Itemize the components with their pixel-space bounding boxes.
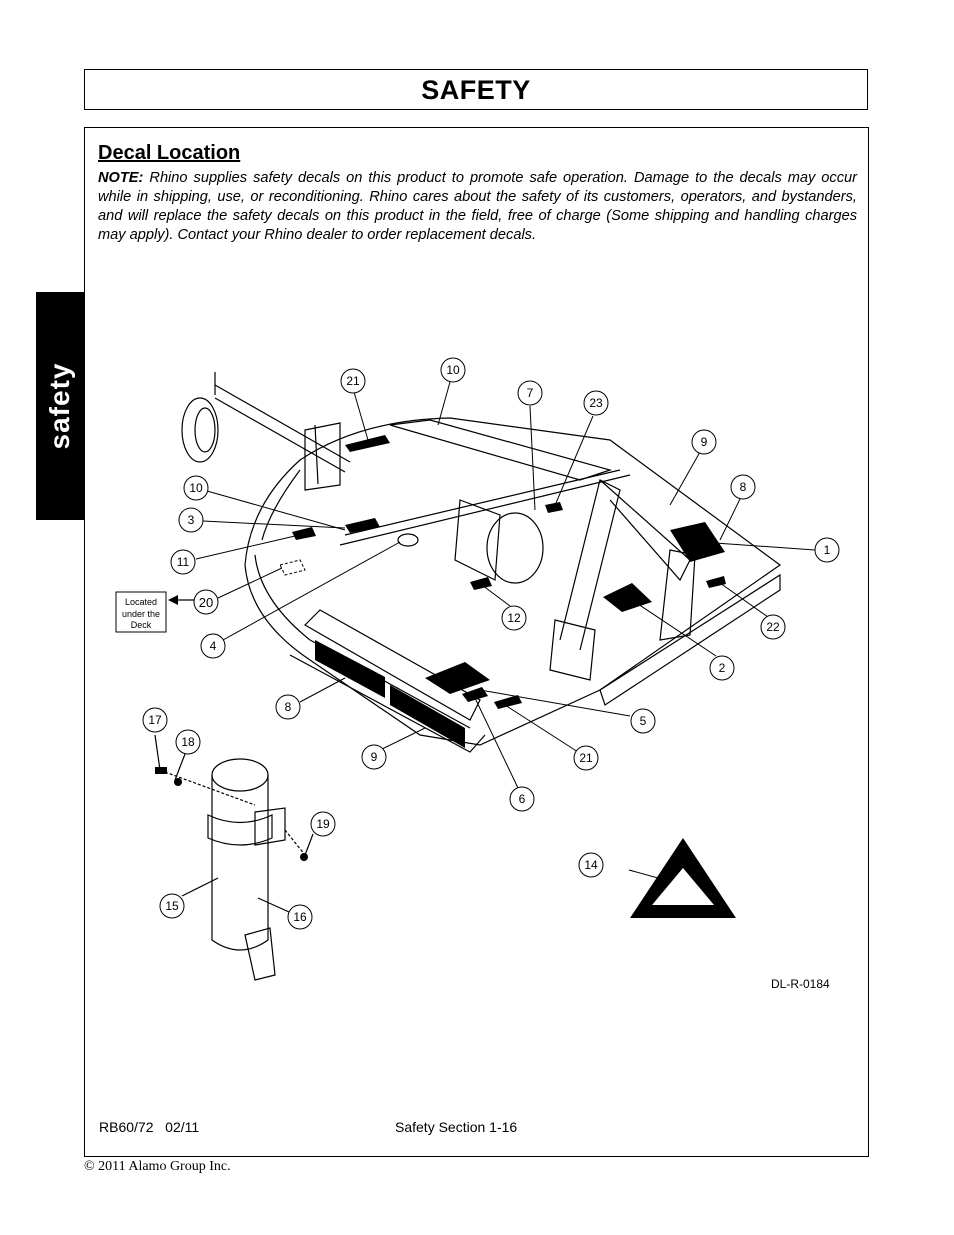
callout-labels: 21 10 7 23 9 8 1 10 3 11 20 4 12 22 2 5 … bbox=[148, 363, 830, 924]
copyright-notice: © 2011 Alamo Group Inc. bbox=[84, 1159, 231, 1174]
callout-11: 11 bbox=[177, 555, 190, 569]
smv-emblem bbox=[630, 838, 736, 918]
section-side-tab: safety bbox=[36, 292, 84, 520]
decal-21-top bbox=[345, 435, 390, 452]
page-header: SAFETY bbox=[84, 69, 868, 110]
callout-4: 4 bbox=[210, 639, 217, 653]
decal-21-front bbox=[494, 695, 522, 709]
callout-7: 7 bbox=[527, 386, 534, 400]
page-title: SAFETY bbox=[421, 75, 531, 105]
decal-12 bbox=[470, 577, 492, 590]
callout-8a: 8 bbox=[740, 480, 747, 494]
under-deck-line-1: Located bbox=[125, 597, 157, 607]
decal-8-front bbox=[315, 640, 385, 698]
decal-9-front bbox=[390, 685, 465, 748]
callout-22: 22 bbox=[766, 620, 780, 634]
decal-6 bbox=[462, 687, 488, 702]
callout-14: 14 bbox=[584, 858, 598, 872]
decal-3 bbox=[345, 518, 380, 533]
callout-21b: 21 bbox=[579, 751, 593, 765]
decal-markers bbox=[292, 435, 726, 748]
callout-5: 5 bbox=[640, 714, 647, 728]
callout-6: 6 bbox=[519, 792, 526, 806]
callout-2: 2 bbox=[719, 661, 726, 675]
decal-2 bbox=[603, 583, 652, 612]
content-frame bbox=[84, 127, 869, 1157]
callout-19: 19 bbox=[316, 817, 330, 831]
under-deck-note-box bbox=[115, 591, 167, 633]
decal-5 bbox=[425, 662, 490, 694]
callout-circles bbox=[142, 357, 840, 930]
decal-location-diagram: Located under the Deck bbox=[115, 357, 840, 991]
callout-10a: 10 bbox=[446, 363, 460, 377]
callout-23: 23 bbox=[589, 396, 603, 410]
callout-9a: 9 bbox=[701, 435, 708, 449]
footer-section-page: Safety Section 1-16 bbox=[395, 1119, 518, 1135]
drawing-id: DL-R-0184 bbox=[771, 977, 830, 991]
decal-22 bbox=[706, 576, 726, 588]
decal-11 bbox=[292, 527, 316, 540]
callout-12: 12 bbox=[507, 611, 521, 625]
arrow-head bbox=[168, 595, 178, 605]
under-deck-line-3: Deck bbox=[131, 620, 152, 630]
decal-20-under-deck bbox=[279, 559, 306, 576]
callout-20: 20 bbox=[199, 595, 213, 610]
callout-3: 3 bbox=[188, 513, 195, 527]
note-paragraph: NOTE: Rhino supplies safety decals on th… bbox=[98, 169, 857, 245]
callout-1: 1 bbox=[824, 543, 831, 557]
callout-10b: 10 bbox=[189, 481, 203, 495]
callout-15: 15 bbox=[165, 899, 179, 913]
jack-stand-drawing bbox=[154, 734, 314, 981]
under-deck-line-2: under the bbox=[122, 609, 160, 619]
mower-deck-outline bbox=[244, 417, 782, 746]
note-text: Rhino supplies safety decals on this pro… bbox=[98, 170, 857, 243]
callout-18: 18 bbox=[181, 735, 195, 749]
callout-17: 17 bbox=[148, 713, 162, 727]
decal-1 bbox=[670, 522, 725, 562]
footer-model-date: RB60/72 02/11 bbox=[99, 1119, 200, 1135]
callout-16: 16 bbox=[293, 910, 307, 924]
callout-21a: 21 bbox=[346, 374, 360, 388]
side-tab-label: safety bbox=[44, 362, 75, 450]
bolt-17 bbox=[155, 767, 167, 774]
callout-8b: 8 bbox=[285, 700, 292, 714]
callout-9b: 9 bbox=[371, 750, 378, 764]
nut-19 bbox=[300, 853, 308, 861]
note-label: NOTE: bbox=[98, 170, 144, 186]
washer-18 bbox=[174, 778, 182, 786]
section-title: Decal Location bbox=[98, 142, 241, 164]
